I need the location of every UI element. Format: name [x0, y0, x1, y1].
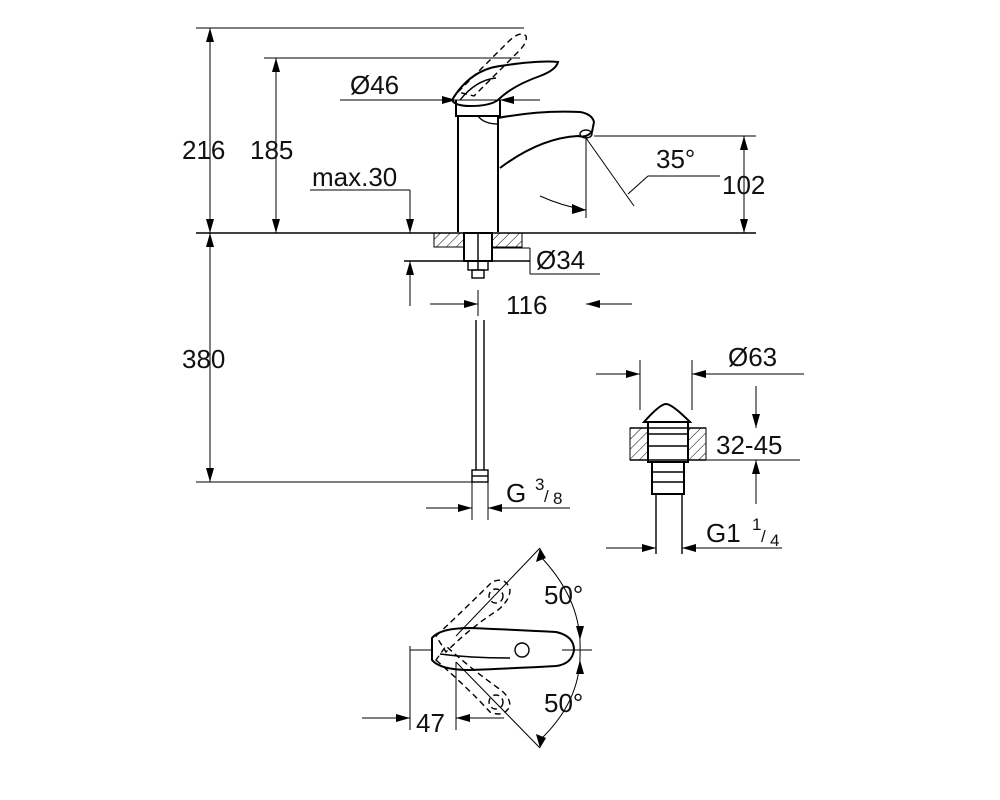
label-hose-thread-slash: /	[544, 487, 549, 506]
dim-total-height: 216	[182, 27, 524, 233]
dim-handle-diameter: Ø46	[340, 70, 540, 104]
label-waste-thread-den: 4	[770, 531, 779, 550]
dim-hose-length: 380	[182, 233, 472, 483]
dim-hose-thread: G 3 / 8	[426, 475, 570, 520]
dim-reach: 116	[430, 290, 632, 320]
dim-shank-diameter: Ø34	[492, 245, 600, 275]
dim-outlet-height: 102	[594, 135, 765, 233]
dim-spout-angle: 35°	[539, 136, 720, 218]
label-shank-diameter: Ø34	[536, 245, 585, 275]
label-handle-diameter: Ø46	[350, 70, 399, 100]
dim-max-deck: max.30	[310, 162, 414, 306]
label-hose-thread-num: 3	[535, 475, 544, 494]
label-spout-height: 185	[250, 135, 293, 165]
label-total-height: 216	[182, 135, 225, 165]
label-hose-thread-den: 8	[553, 489, 562, 508]
label-waste-deck: 32-45	[716, 430, 783, 460]
label-max-deck: max.30	[312, 162, 397, 192]
waste-side-view	[629, 402, 707, 554]
dim-swivel-top: 50°	[544, 580, 583, 610]
dim-swivel-bottom: 50°	[544, 688, 583, 718]
dim-waste-thread: G1 1 / 4	[606, 515, 782, 552]
label-reach: 116	[506, 290, 547, 320]
label-waste-diameter: Ø63	[728, 342, 777, 372]
dim-spout-height: 185	[250, 57, 520, 233]
label-spout-angle: 35°	[656, 144, 695, 174]
label-hose-length: 380	[182, 344, 225, 374]
label-outlet-height: 102	[722, 170, 765, 200]
faucet-side-view	[196, 33, 756, 483]
dim-waste-diameter: Ø63	[596, 342, 804, 410]
label-waste-thread-num: 1	[752, 515, 761, 534]
label-lever-offset: 47	[416, 708, 445, 738]
lever-top-view	[409, 547, 592, 749]
dim-lever-offset: 47	[362, 708, 504, 738]
label-swivel-top: 50°	[544, 580, 583, 610]
dim-waste-deck: 32-45	[706, 386, 800, 504]
label-waste-thread-slash: /	[761, 527, 766, 546]
label-swivel-bottom: 50°	[544, 688, 583, 718]
label-hose-thread: G	[506, 478, 526, 508]
label-waste-thread: G1	[706, 518, 741, 548]
